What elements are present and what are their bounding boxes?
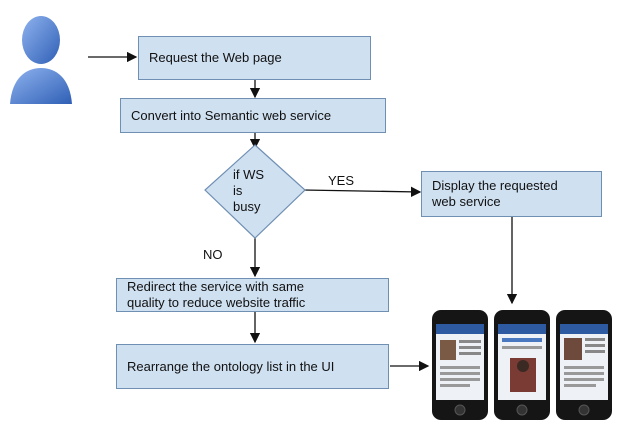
smartphones-group — [432, 310, 612, 420]
no-label: NO — [203, 247, 223, 262]
smartphone-icon — [494, 310, 550, 420]
step-request-web-page: Request the Web page — [138, 36, 371, 80]
yes-label: YES — [328, 173, 355, 188]
arrow-yes-to-display — [302, 186, 422, 198]
step-redirect-label: Redirect the service with same quality t… — [127, 279, 306, 310]
step-request-label: Request the Web page — [149, 50, 282, 65]
step-convert-label: Convert into Semantic web service — [131, 107, 332, 123]
step-display-service: Display the requested web service — [421, 171, 602, 217]
smartphone-icon — [556, 310, 612, 420]
step-redirect-service: Redirect the service with same quality t… — [116, 278, 389, 312]
step-rearrange-label: Rearrange the ontology list in the UI — [127, 358, 335, 374]
decision-diamond — [204, 144, 306, 239]
step-rearrange-ontology: Rearrange the ontology list in the UI — [116, 344, 389, 389]
step-convert-semantic: Convert into Semantic web service — [120, 98, 386, 133]
decision-label: if WS is busy — [233, 167, 265, 214]
step-display-label: Display the requested web service — [432, 178, 558, 209]
user-avatar-icon — [10, 16, 72, 104]
smartphone-icon — [432, 310, 488, 420]
